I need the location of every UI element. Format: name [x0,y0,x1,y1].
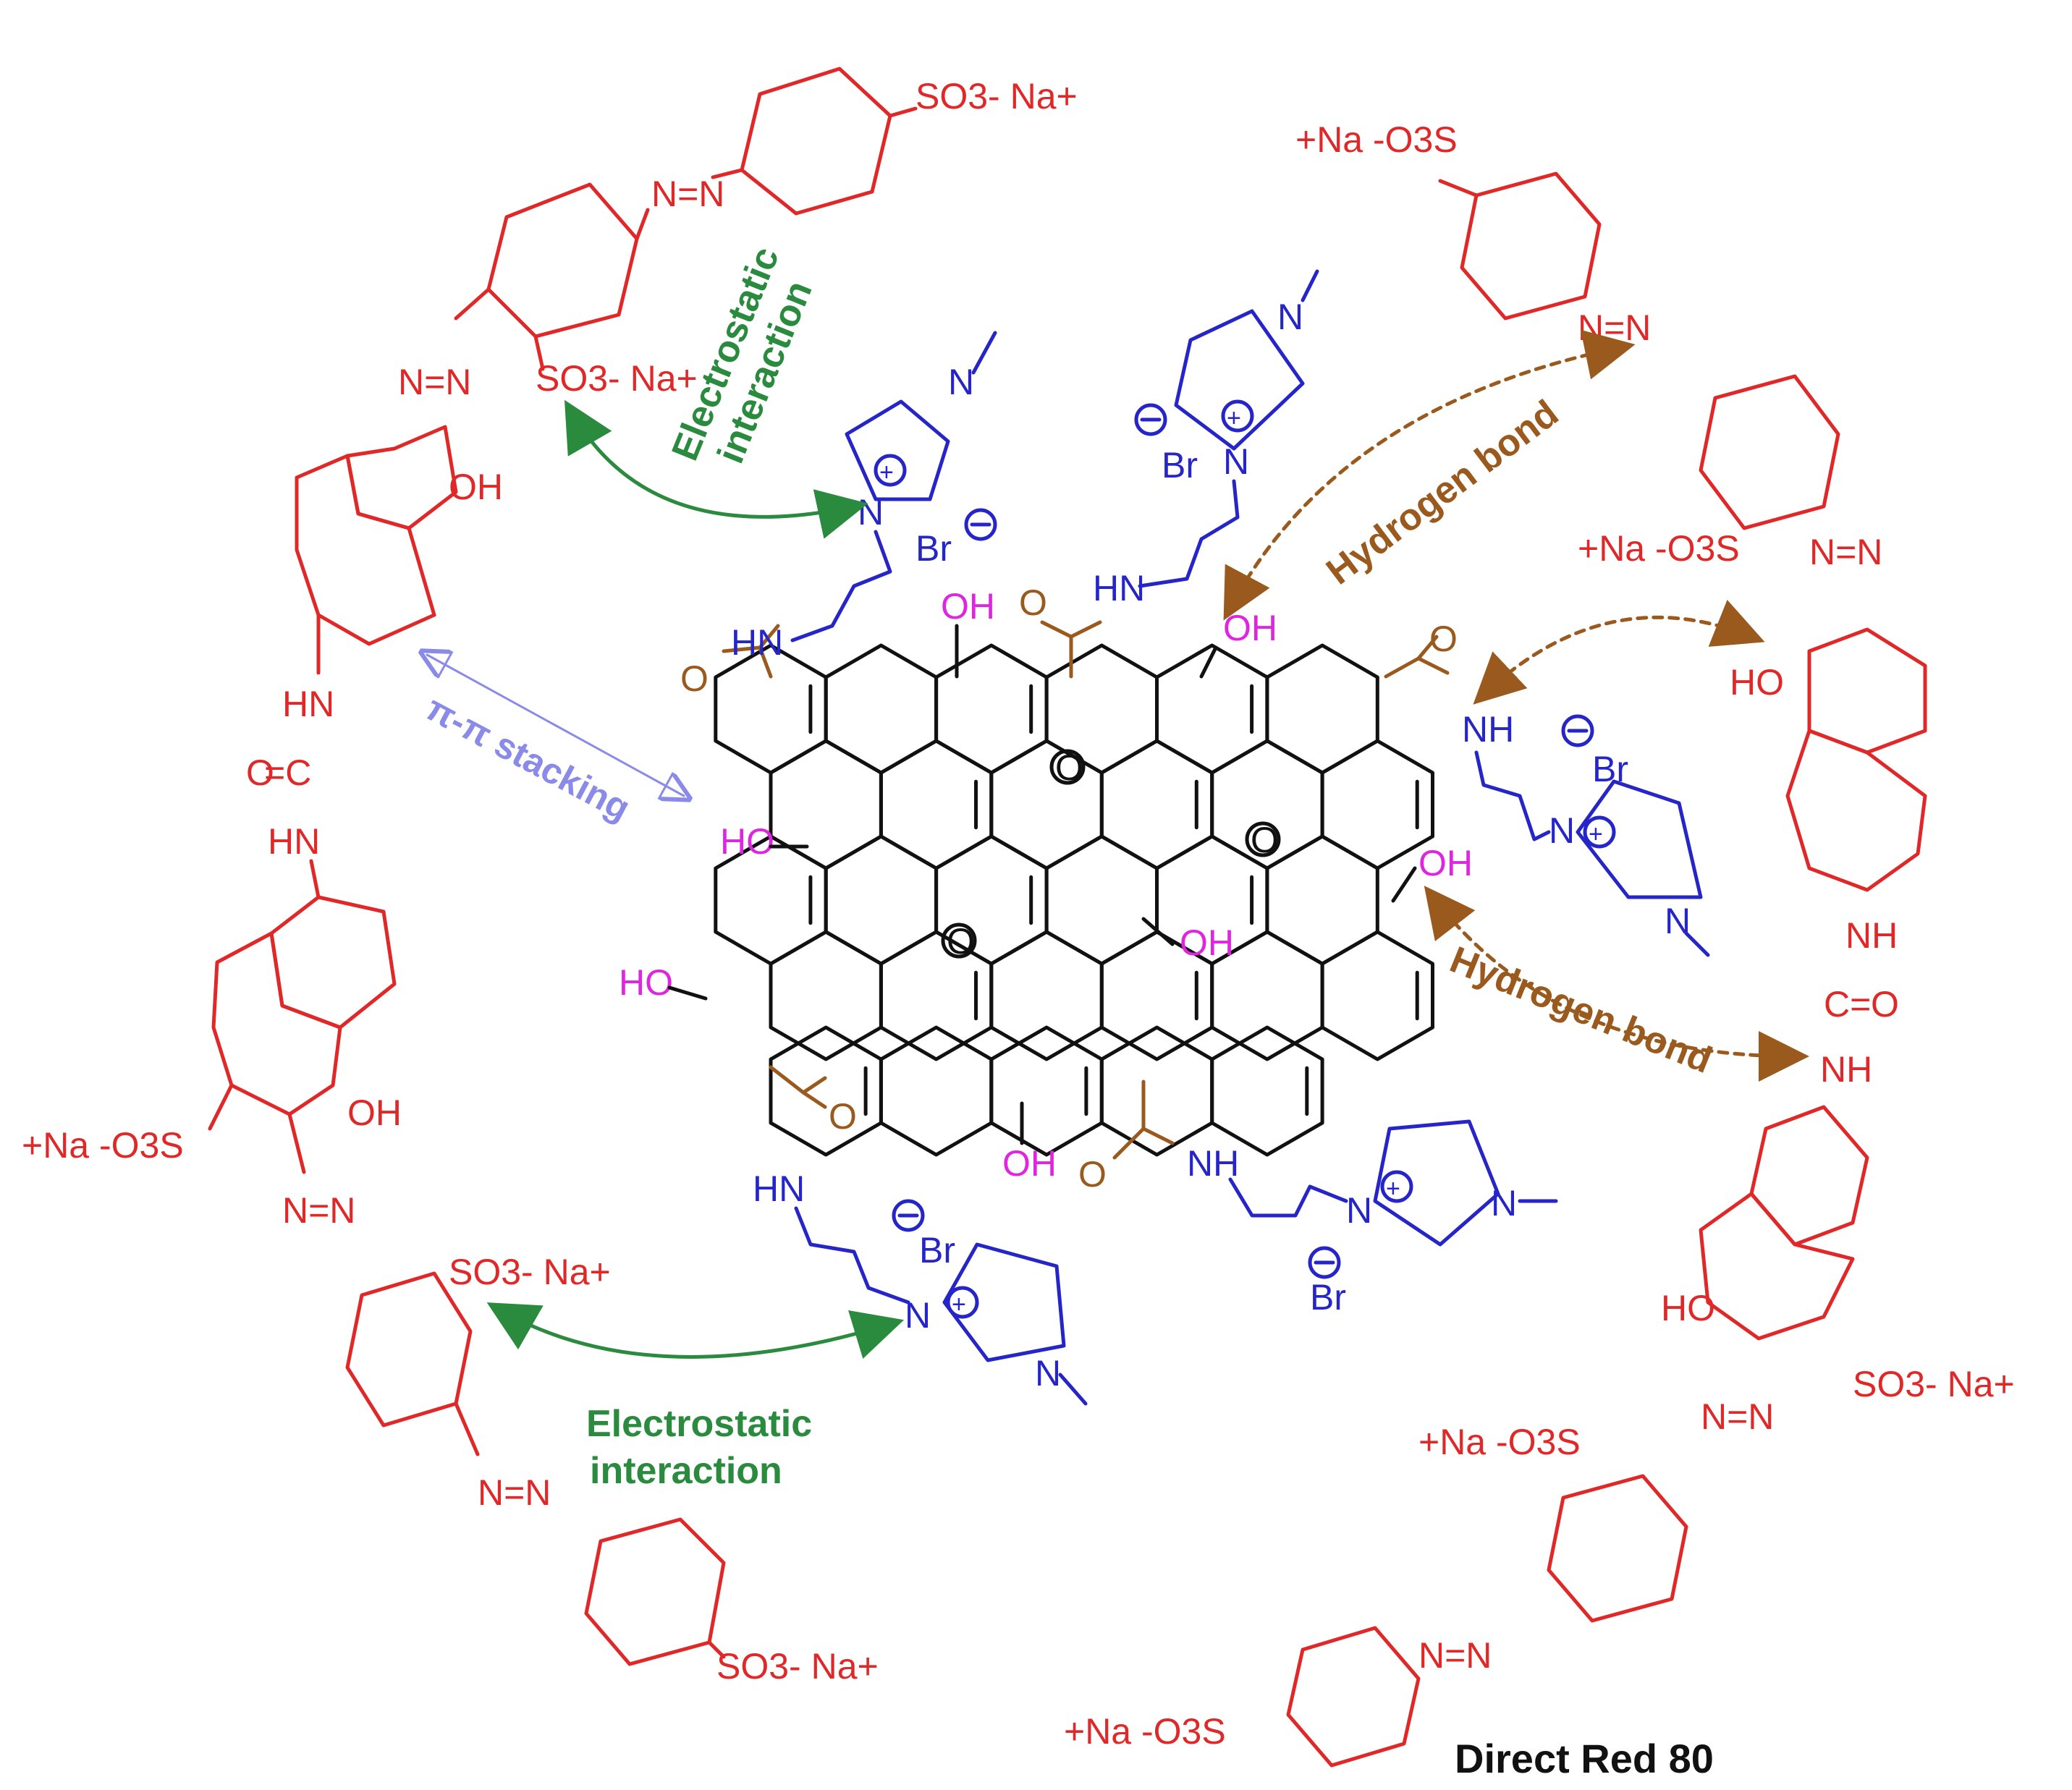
il-br-1: Br [916,528,952,569]
azo-2: N=N [398,362,471,402]
il-nh-4: HN [753,1168,805,1209]
hydrogen-bond-middle [1473,599,1765,705]
hydrogen-bond-label-2: Hydrogen bond [1445,938,1718,1082]
amide-o-2: O [1019,582,1047,623]
urea-o-2: O [1871,984,1899,1025]
hydroxyl-left: HO [720,821,774,862]
sulfonate-bottom-right: +Na -O3S [1064,1711,1226,1752]
graphene-ring [824,643,939,775]
hydroxyl-top-2: OH [1223,608,1277,648]
graphene-oxide-sheet [714,643,1434,1157]
hydrogen-bond-top: Hydrogen bond [1223,329,1636,621]
hydroxyl-dye-2: OH [347,1093,402,1133]
pi-stacking-interaction: π-π stacking [420,655,684,828]
sulfonate-top-right: +Na -O3S [1295,119,1458,160]
il-nh-1: HN [731,622,783,663]
azo-7: N=N [1701,1396,1774,1437]
sulfonate-bottom-left: SO3- Na+ [716,1646,879,1687]
graphene-ring [879,1025,994,1157]
svg-text:+: + [1227,404,1241,432]
hydroxyl-right: OH [1418,843,1473,883]
il-n-3: N [1549,810,1575,851]
il-n-2: N [1223,441,1249,482]
il-n-1: N [858,492,884,533]
epoxide-o-1: O [1055,747,1083,788]
azo-4: N=N [478,1472,551,1513]
hydroxyl-center: OH [1180,922,1234,963]
urea-hn-2: HN [268,821,320,862]
sulfonate-right: SO3- Na+ [1853,1364,2015,1404]
direct-red-80-left: SO3- Na+ N=N SO3- Na+ N=N OH HN O =C HN … [22,67,1078,1687]
hydroxyl-dye-4: HO [1661,1288,1715,1328]
electrostatic-label-2a: Electrostatic [586,1403,812,1445]
il-br-2: Br [1162,445,1198,485]
epoxide-groups: O O O [941,747,1281,962]
sulfonate-lower-right: +Na -O3S [1418,1422,1581,1462]
sulfonate-left: +Na -O3S [22,1125,184,1166]
azo-8: N=N [1418,1635,1492,1676]
graphene-ring [824,834,939,966]
epoxide-o-2: O [1251,820,1279,860]
sulfonate-mid-left: SO3- Na+ [536,358,698,399]
hydroxyl-bottom: OH [1002,1143,1057,1184]
hydroxyl-dye-1: OH [449,467,503,507]
amide-o-1: O [680,658,709,699]
graphene-ring [1265,834,1379,966]
graphene-ring [1044,834,1159,966]
il-br-5: Br [1310,1277,1346,1318]
il-n-5b: N [1491,1183,1517,1223]
urea-hn-1: HN [282,684,334,724]
electrostatic-label-2b: interaction [590,1450,782,1492]
graphene-ring [1210,1025,1324,1157]
pi-stacking-label: π-π stacking [420,687,637,828]
epoxide-o-3: O [947,921,975,962]
hydrogen-bond-bottom: Hydrogen bond [1424,886,1809,1082]
il-br-3: Br [1592,749,1628,789]
sulfonate-mid-right: +Na -O3S [1578,528,1740,569]
svg-text:+: + [879,459,894,486]
sulfonate-lower-left: SO3- Na+ [449,1252,611,1292]
electrostatic-interaction-bottom: Electrostatic interaction [486,1302,905,1492]
il-n-4: N [905,1295,931,1336]
il-n-1b: N [948,362,974,402]
il-nh-5: NH [1187,1143,1239,1184]
svg-text:=C: =C [264,752,311,793]
hydrogen-bond-label-1: Hydrogen bond [1319,392,1566,593]
il-br-4: Br [919,1230,955,1271]
urea-co: O [246,752,274,793]
il-nh-3: NH [1462,709,1514,750]
svg-text:+: + [1589,820,1603,848]
urea-nh-3: NH [1845,915,1898,956]
caption: Direct Red 80 [1455,1736,1714,1781]
graphene-ring [769,739,883,870]
svg-text:+: + [1386,1175,1400,1202]
il-n-2b: N [1277,297,1303,337]
amide-o-5: O [1078,1154,1107,1195]
il-nh-2: HN [1093,568,1145,608]
il-n-5: N [1346,1190,1372,1231]
hydroxyl-left-low: HO [619,962,673,1003]
graphene-ring [989,930,1104,1061]
azo-3: N=N [282,1190,355,1231]
graphene-ring [1265,643,1379,775]
azo-1: N=N [651,174,724,214]
svg-text:C=: C= [1824,984,1871,1025]
graphene-ring [769,930,883,1061]
graphene-ring [989,739,1104,870]
il-n-4b: N [1035,1353,1061,1394]
amide-groups: O O O O O [680,582,1458,1195]
urea-nh-4: NH [1820,1049,1872,1090]
svg-text:+: + [952,1291,966,1318]
azo-6: N=N [1809,532,1882,572]
azo-5: N=N [1578,307,1651,348]
hydroxyl-top-1: OH [941,586,995,627]
amide-o-4: O [829,1096,857,1137]
sulfonate-top-left: SO3- Na+ [916,76,1078,116]
hydroxyl-dye-3: HO [1730,662,1784,703]
amide-o-3: O [1429,619,1458,659]
